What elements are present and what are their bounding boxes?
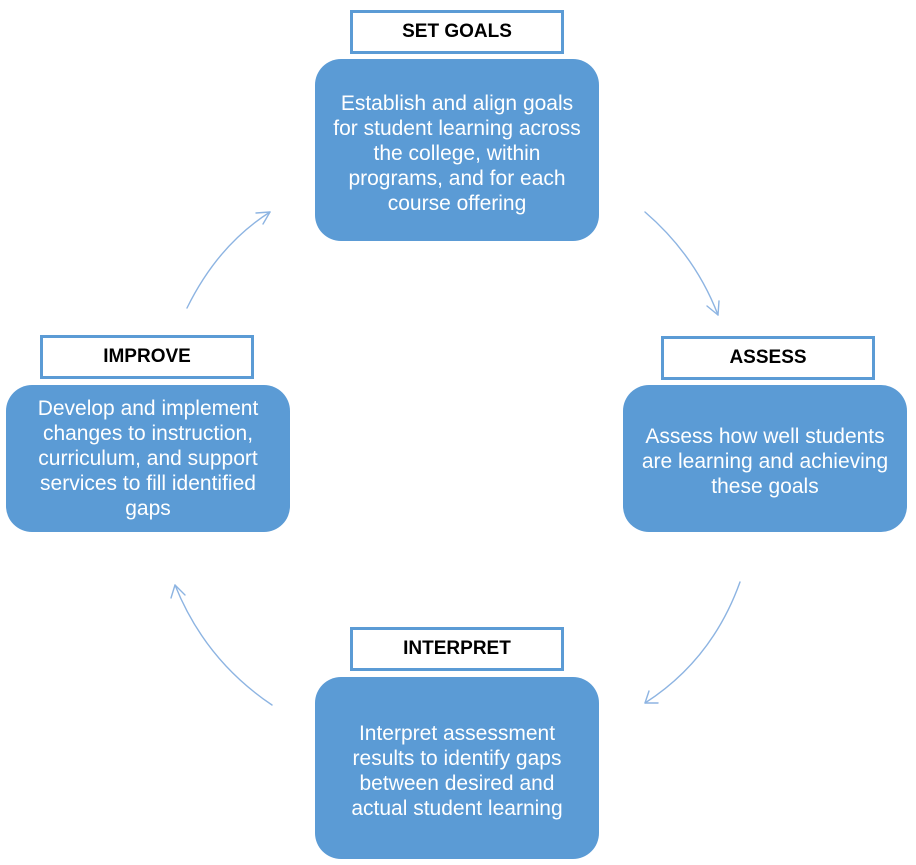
stage-box-set-goals: Establish and align goals for student le… (315, 59, 599, 241)
stage-label-set-goals: SET GOALS (350, 10, 564, 54)
arrow-set-goals-to-assess (644, 211, 719, 316)
arrow-assess-to-interpret (644, 581, 741, 704)
arrow-improve-to-set-goals (186, 211, 271, 309)
stage-box-improve: Develop and implement changes to instruc… (6, 385, 290, 532)
arrow-head-improve-to-set-goals (255, 211, 271, 225)
arrow-head-interpret-to-improve (170, 584, 186, 599)
stage-label-interpret: INTERPRET (350, 627, 564, 671)
arrow-interpret-to-improve (174, 584, 273, 706)
arrow-head-assess-to-interpret (644, 690, 659, 704)
stage-label-improve: IMPROVE (40, 335, 254, 379)
stage-box-assess: Assess how well students are learning an… (623, 385, 907, 532)
stage-label-assess: ASSESS (661, 336, 875, 380)
stage-box-interpret: Interpret assessment results to identify… (315, 677, 599, 859)
arrow-head-set-goals-to-assess (706, 300, 720, 316)
